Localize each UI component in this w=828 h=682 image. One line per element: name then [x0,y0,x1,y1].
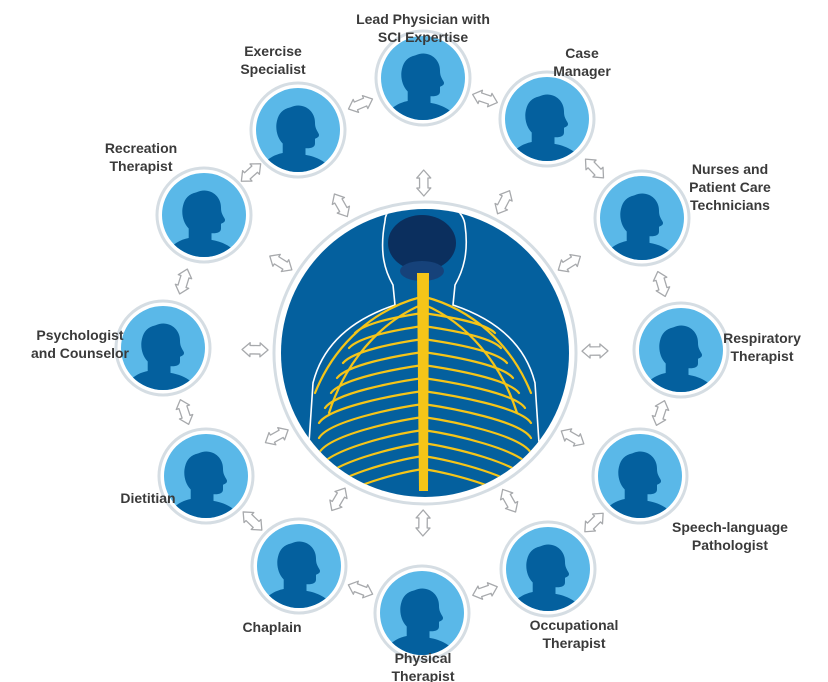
double-arrow-icon [581,343,609,359]
double-arrow-icon [584,512,604,533]
care-team-members [114,29,730,662]
member-label-line: Patient Care [689,179,771,195]
member-label-line: Occupational [530,617,619,633]
person-silhouette-icon [507,544,585,611]
person-silhouette-icon [599,451,677,518]
member-label-line: Psychologist [36,327,123,343]
member-label-chaplain: Chaplain [242,619,301,635]
member-label-line: Case [565,45,599,61]
double-arrow-icon [175,399,194,425]
double-arrow-icon [557,253,582,273]
double-arrow-icon [347,580,374,599]
member-node-speech-language-pathologist [591,427,689,525]
double-arrow-icon [329,487,348,512]
member-label-line: and Counselor [31,345,130,361]
member-label-line: Chaplain [242,619,301,635]
member-label-line: Lead Physician with [356,11,490,27]
member-label-line: Exercise [244,43,302,59]
member-label-line: Speech-language [672,519,788,535]
double-arrow-icon [652,270,671,298]
double-arrow-icon [651,399,670,427]
member-label-line: Therapist [391,668,454,682]
double-arrow-icon [415,509,431,537]
double-arrow-icon [241,342,269,358]
person-silhouette-icon [506,94,584,161]
member-node-dietitian [157,427,255,525]
member-label-line: Respiratory [723,330,801,346]
person-silhouette-icon [601,193,679,260]
double-arrow-icon [264,427,289,446]
person-silhouette-icon [165,451,243,518]
member-label-line: Manager [553,63,611,79]
center-connector-arrows [241,169,609,537]
double-arrow-icon [416,169,432,197]
member-label-line: Specialist [240,61,306,77]
member-label-line: Therapist [542,635,605,651]
center-patient-node [272,200,578,506]
member-label-line: Physical [395,650,452,666]
member-node-chaplain [250,517,348,615]
patient-nervous-system-icon [304,209,544,497]
double-arrow-icon [331,193,351,218]
member-label-line: SCI Expertise [378,29,468,45]
member-node-psychologist-counselor [114,299,212,397]
member-node-physical-therapist [373,564,471,662]
person-silhouette-icon [163,190,241,257]
double-arrow-icon [269,253,293,273]
member-label-psychologist-counselor: Psychologist and Counselor [31,327,130,361]
member-node-lead-physician [374,29,472,127]
member-node-exercise-specialist [249,81,347,179]
double-arrow-icon [347,94,374,114]
member-node-respiratory-therapist [632,301,730,399]
member-node-nurses [593,169,691,267]
member-node-recreation-therapist [155,166,253,264]
member-node-case-manager [498,70,596,168]
member-label-line: Nurses and [692,161,768,177]
double-arrow-icon [240,163,262,182]
ring-connector-arrows [174,89,671,600]
member-label-line: Therapist [730,348,793,364]
member-node-occupational-therapist [499,520,597,618]
person-silhouette-icon [258,541,336,608]
member-label-line: Pathologist [692,537,769,553]
double-arrow-icon [472,582,498,600]
double-arrow-icon [472,89,498,108]
double-arrow-icon [499,488,519,513]
double-arrow-icon [242,511,263,531]
person-silhouette-icon [640,325,718,392]
member-label-line: Therapist [109,158,172,174]
person-silhouette-icon [381,588,459,655]
person-silhouette-icon [382,53,460,120]
member-label-dietitian: Dietitian [120,490,175,506]
member-label-line: Technicians [690,197,770,213]
member-label-line: Recreation [105,140,177,156]
double-arrow-icon [584,158,605,179]
double-arrow-icon [560,428,585,447]
double-arrow-icon [494,190,513,215]
person-silhouette-icon [122,323,200,390]
double-arrow-icon [174,268,193,295]
person-silhouette-icon [257,105,335,172]
member-label-line: Dietitian [120,490,175,506]
